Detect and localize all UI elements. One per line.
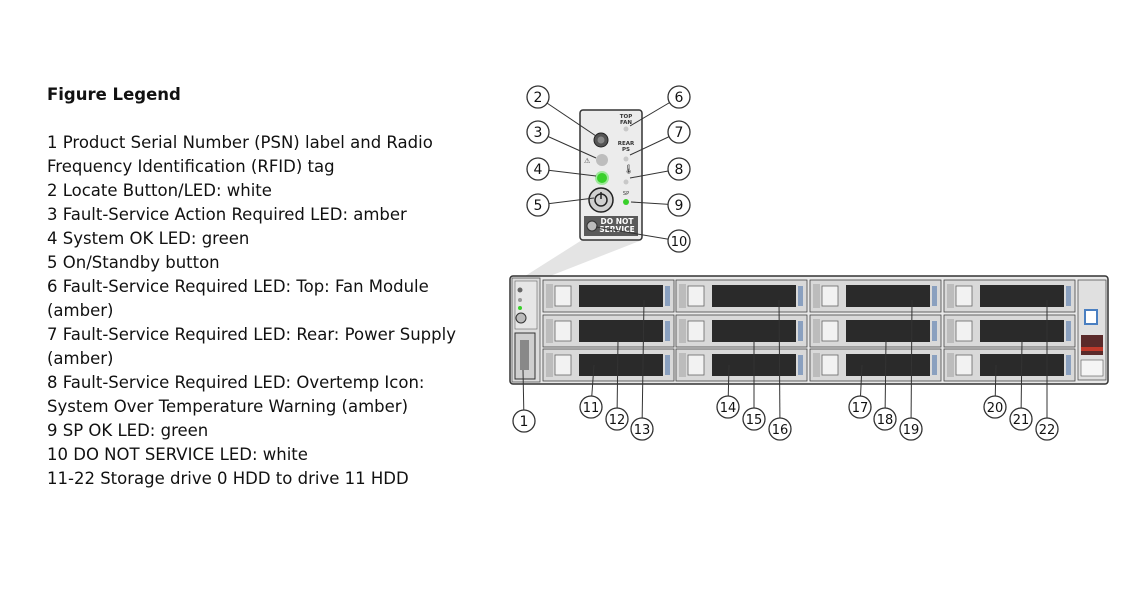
- callout-number: 18: [877, 413, 894, 428]
- callout-number: 16: [772, 423, 789, 438]
- callout-number: 2: [534, 90, 543, 106]
- callout-7: 7: [667, 120, 691, 144]
- callout-15: 15: [742, 407, 766, 431]
- callout-5: 5: [526, 193, 550, 217]
- callout-number: 8: [675, 162, 684, 178]
- legend-item: 10 DO NOT SERVICE LED: white: [47, 445, 308, 464]
- figure-legend: Figure Legend 1 Product Serial Number (P…: [47, 83, 467, 491]
- callout-number: 12: [609, 413, 626, 428]
- svg-text:🌡: 🌡: [623, 164, 634, 175]
- legend-item: 3 Fault-Service Action Required LED: amb…: [47, 205, 407, 224]
- do-not-service-led-icon: [586, 220, 598, 232]
- callout-number: 13: [634, 423, 651, 438]
- legend-item: 7 Fault-Service Required LED: Rear: Powe…: [47, 325, 456, 368]
- legend-item: 11-22 Storage drive 0 HDD to drive 11 HD…: [47, 469, 409, 488]
- drive-bays: [542, 279, 1076, 382]
- callout-number: 20: [987, 401, 1004, 416]
- callout-leader-line: [616, 339, 619, 420]
- drive-bay: [943, 314, 1076, 348]
- callout-leader-line: [884, 339, 887, 420]
- callout-number: 7: [675, 125, 684, 141]
- callout-10: 10: [667, 229, 691, 253]
- fault-led-icon: [596, 154, 608, 166]
- drive-bay: [675, 279, 808, 313]
- sp-label: SP: [623, 191, 629, 197]
- brand-badge: [1081, 335, 1103, 355]
- callout-8: 8: [667, 157, 691, 181]
- legend-item: 1 Product Serial Number (PSN) label and …: [47, 133, 433, 176]
- callout-number: 14: [720, 401, 737, 416]
- drive-bay: [943, 348, 1076, 382]
- drive-bay: [809, 279, 942, 313]
- callout-number: 21: [1013, 413, 1030, 428]
- svg-text:⚠: ⚠: [584, 157, 591, 165]
- callout-16: 16: [768, 417, 792, 441]
- callout-22: 22: [1035, 417, 1059, 441]
- callout-12: 12: [605, 407, 629, 431]
- power-button-icon: [588, 187, 614, 213]
- label-blue-icon: [1084, 309, 1098, 325]
- callout-leader-line: [1020, 339, 1023, 420]
- drive-bay: [542, 314, 675, 348]
- callout-number: 5: [534, 198, 543, 214]
- callout-leader-line: [641, 299, 645, 430]
- callout-leader-line: [595, 226, 680, 242]
- drive-bay: [542, 279, 675, 313]
- callout-number: 22: [1039, 423, 1056, 438]
- callout-leader-line: [910, 299, 913, 430]
- callout-21: 21: [1009, 407, 1033, 431]
- callout-19: 19: [899, 417, 923, 441]
- drive-bay: [809, 348, 942, 382]
- callout-11: 11: [579, 395, 603, 419]
- callout-number: 10: [671, 235, 688, 250]
- callout-18: 18: [873, 407, 897, 431]
- legend-item: 2 Locate Button/LED: white: [47, 181, 272, 200]
- legend-title: Figure Legend: [47, 85, 181, 104]
- legend-item: 6 Fault-Service Required LED: Top: Fan M…: [47, 277, 429, 320]
- drive-bay: [943, 279, 1076, 313]
- callout-number: 19: [903, 423, 920, 438]
- callout-number: 6: [675, 90, 684, 106]
- callout-6: 6: [667, 85, 691, 109]
- callout-17: 17: [848, 395, 872, 419]
- callout-20: 20: [983, 395, 1007, 419]
- sp-ok-led-icon: [623, 199, 629, 205]
- callout-4: 4: [526, 157, 550, 181]
- callout-leader-line: [778, 299, 781, 430]
- callout-9: 9: [667, 193, 691, 217]
- callout-1: 1: [512, 409, 536, 433]
- legend-item: 4 System OK LED: green: [47, 229, 250, 248]
- callout-14: 14: [716, 395, 740, 419]
- drive-bay: [675, 314, 808, 348]
- callout-number: 15: [746, 413, 763, 428]
- drive-bay: [675, 348, 808, 382]
- zoom-wedge: [522, 240, 642, 278]
- callout-2: 2: [526, 85, 550, 109]
- legend-item: 9 SP OK LED: green: [47, 421, 209, 440]
- callout-13: 13: [630, 417, 654, 441]
- callout-number: 9: [675, 198, 684, 214]
- drive-bay: [809, 314, 942, 348]
- callout-number: 4: [534, 162, 543, 178]
- drive-bay: [542, 348, 675, 382]
- system-ok-led-icon: [595, 171, 609, 185]
- callout-number: 17: [852, 401, 869, 416]
- legend-item: 8 Fault-Service Required LED: Overtemp I…: [47, 373, 425, 416]
- callout-3: 3: [526, 120, 550, 144]
- callout-number: 3: [534, 125, 543, 141]
- legend-item: 5 On/Standby button: [47, 253, 220, 272]
- callout-number: 1: [520, 414, 529, 430]
- callout-number: 11: [583, 401, 600, 416]
